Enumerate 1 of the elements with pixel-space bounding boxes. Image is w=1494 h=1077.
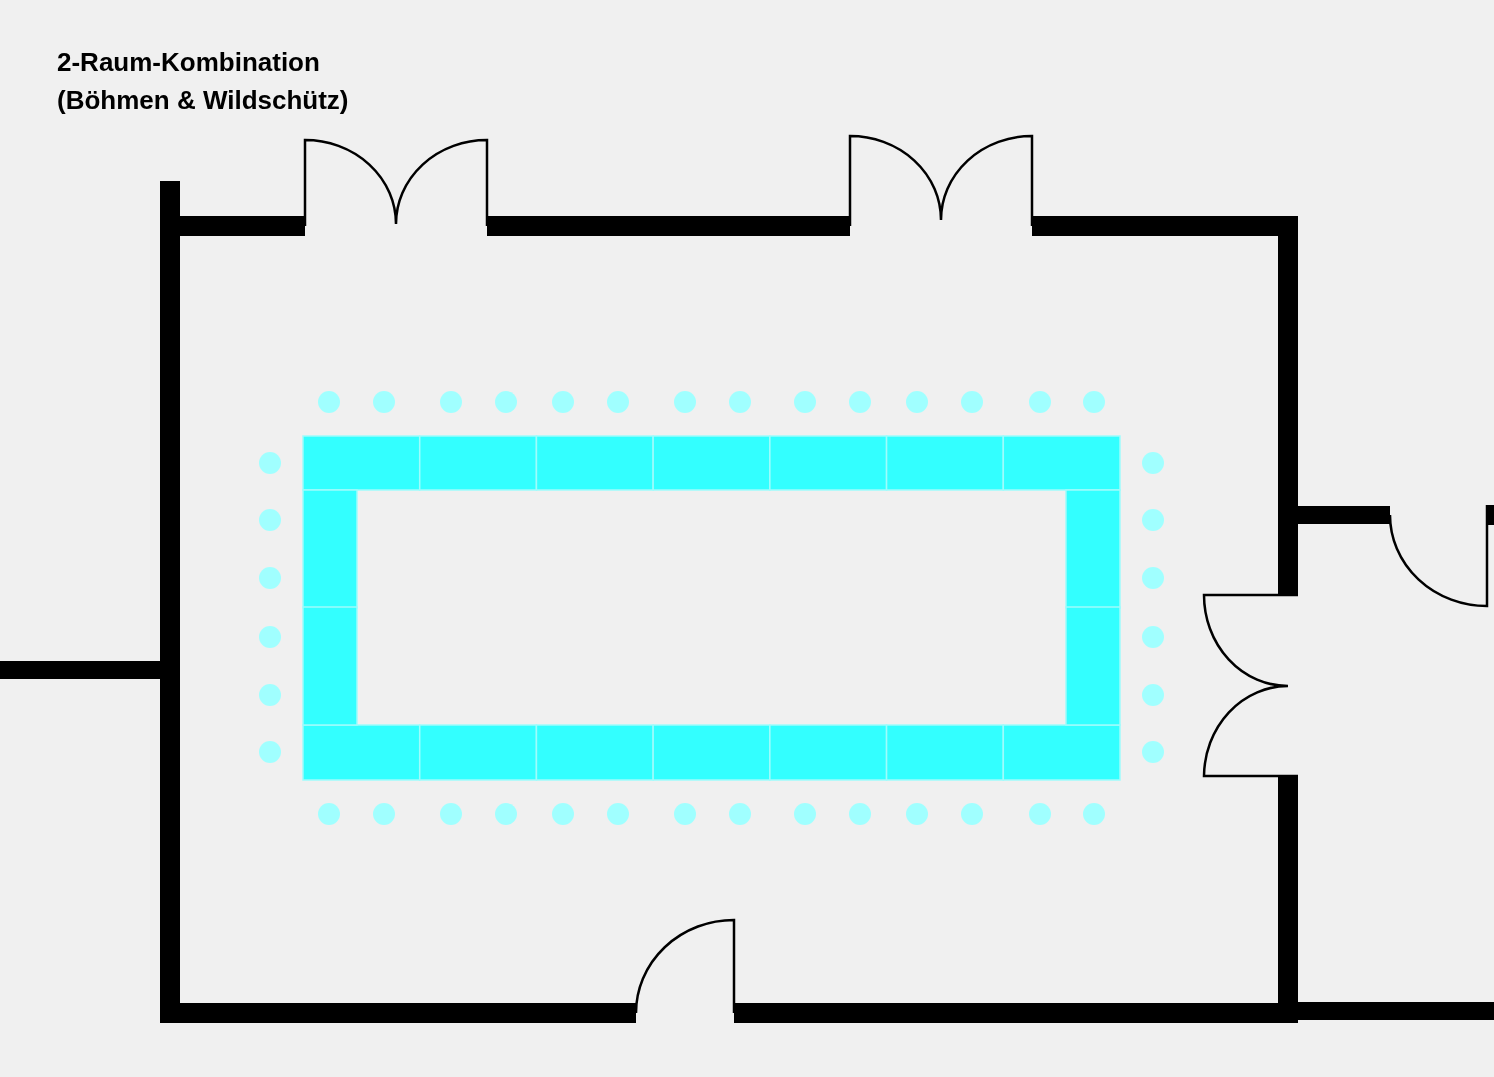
diagram-title: 2-Raum-Kombination (Böhmen & Wildschütz) — [57, 46, 350, 117]
